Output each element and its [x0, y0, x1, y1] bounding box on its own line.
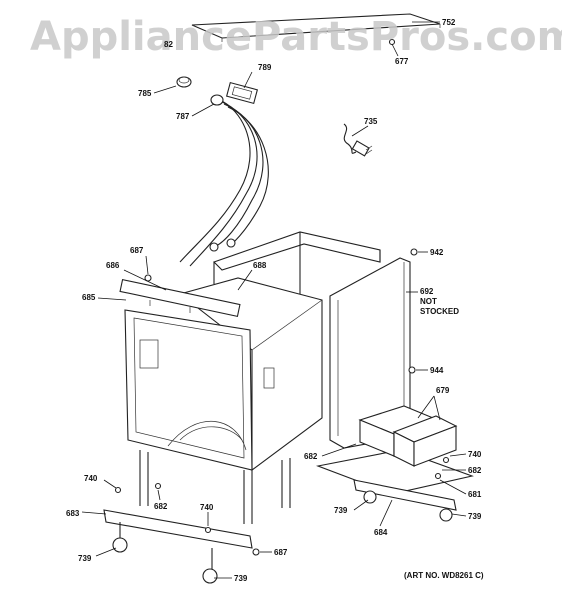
part-labels: 752 677 82 789 785 787 735 687 686 685 6…	[66, 18, 482, 583]
part-label-687-bottom: 687	[274, 548, 288, 557]
part-label-692-stocked: STOCKED	[420, 307, 459, 316]
base-frame-drawing	[103, 449, 474, 584]
part-label-740-left: 740	[84, 474, 98, 483]
part-label-82: 82	[164, 40, 173, 49]
part-label-677: 677	[395, 57, 409, 66]
part-label-739-right: 739	[468, 512, 482, 521]
part-label-683: 683	[66, 509, 80, 518]
part-label-692: 692	[420, 287, 434, 296]
watermark-text: AppliancePartsPros.com	[30, 14, 562, 60]
part-label-789: 789	[258, 63, 272, 72]
part-label-740-front: 740	[200, 503, 214, 512]
part-label-787: 787	[176, 112, 190, 121]
enclosure-drawing	[212, 231, 411, 449]
insulation-blocks-drawing	[358, 405, 458, 467]
part-label-735: 735	[364, 117, 378, 126]
part-label-682-right: 682	[468, 466, 482, 475]
part-label-679: 679	[436, 386, 450, 395]
part-label-752: 752	[442, 18, 456, 27]
art-number: (ART NO. WD8261 C)	[404, 571, 484, 580]
part-label-685: 685	[82, 293, 96, 302]
part-label-692-not: NOT	[420, 297, 437, 306]
leader-lines	[81, 21, 467, 579]
part-label-739-bottom: 739	[234, 574, 248, 583]
part-label-942: 942	[430, 248, 444, 257]
top-panel-drawing	[191, 13, 441, 46]
part-label-785: 785	[138, 89, 152, 98]
fasteners-drawing	[114, 248, 450, 556]
part-label-739-mid: 739	[334, 506, 348, 515]
hose-assembly-drawing	[176, 76, 269, 267]
part-label-684: 684	[374, 528, 388, 537]
part-label-740-right: 740	[468, 450, 482, 459]
part-label-739-left: 739	[78, 554, 92, 563]
part-label-682-front: 682	[154, 502, 168, 511]
part-label-682-left: 682	[304, 452, 318, 461]
power-cord-drawing	[343, 123, 373, 157]
part-label-686: 686	[106, 261, 120, 270]
part-label-681: 681	[468, 490, 482, 499]
tub-drawing	[119, 277, 323, 472]
part-label-944: 944	[430, 366, 444, 375]
part-label-688: 688	[253, 261, 267, 270]
part-label-687-top: 687	[130, 246, 144, 255]
